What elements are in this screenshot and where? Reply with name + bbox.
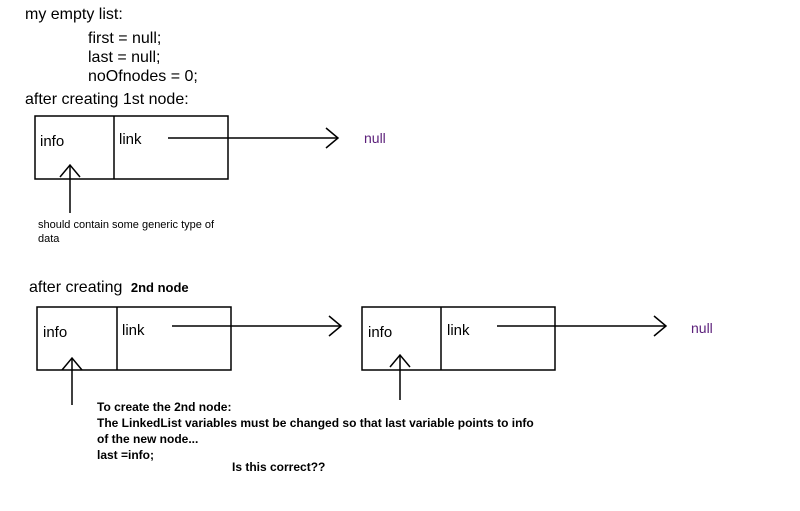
- node1-box: [34, 115, 229, 180]
- heading-empty-list: my empty list:: [25, 6, 123, 23]
- section2-heading-bold: 2nd node: [130, 280, 189, 295]
- question-text: Is this correct??: [232, 460, 326, 474]
- node1-link-arrowhead: [325, 127, 340, 149]
- node2b-link-arrowhead: [653, 315, 668, 337]
- node2a-link-arrowhead: [328, 315, 343, 337]
- note1-line2: data: [38, 233, 60, 245]
- node2a-box: [36, 306, 232, 371]
- info-pointer-arrowhead-3: [389, 353, 411, 368]
- note2-line3: of the new node...: [97, 432, 199, 446]
- code-line-noofnodes: noOfnodes = 0;: [88, 68, 198, 85]
- section2-heading-prefix: after creating: [29, 279, 123, 296]
- info-pointer-arrowhead-2: [61, 356, 83, 371]
- node2b-link-label: link: [447, 322, 470, 339]
- code-line-first: first = null;: [88, 30, 162, 47]
- section1-heading: after creating 1st node:: [25, 91, 189, 108]
- node1-info-label: info: [40, 133, 65, 150]
- info-pointer-arrowhead-1: [59, 163, 81, 178]
- code-line-last: last = null;: [88, 49, 161, 66]
- node1-link-label: link: [119, 131, 142, 148]
- section2-heading: after creating 2nd node: [29, 280, 189, 296]
- note1-line1: should contain some generic type of: [38, 219, 215, 231]
- note2-line2: The LinkedList variables must be changed…: [97, 416, 534, 430]
- null-label-2: null: [691, 320, 713, 336]
- note2-line1: To create the 2nd node:: [97, 400, 232, 414]
- node2a-info-label: info: [43, 324, 68, 341]
- node2a-link-label: link: [122, 322, 145, 339]
- node2b-box: [361, 306, 556, 371]
- null-label-1: null: [364, 130, 386, 146]
- note2-line4: last =info;: [97, 448, 155, 462]
- node2b-info-label: info: [368, 324, 393, 341]
